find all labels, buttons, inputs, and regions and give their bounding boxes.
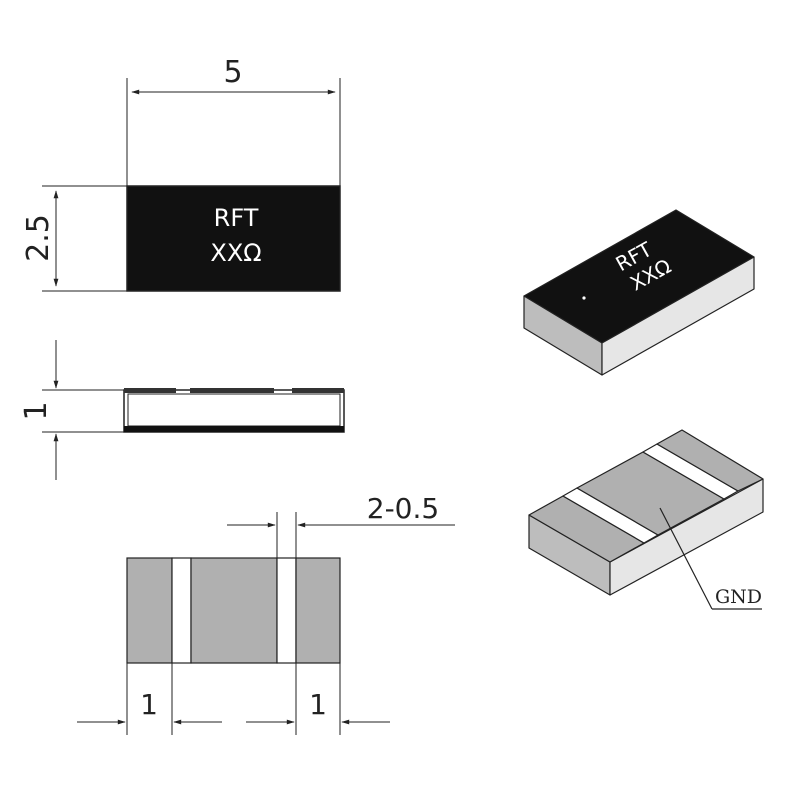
bottom-pad-right <box>295 557 341 664</box>
iso-right-face <box>601 256 755 376</box>
gap-label: 2-0.5 <box>367 492 439 525</box>
bottom-gap-right <box>276 557 297 664</box>
marking-line-1: RFT <box>214 204 259 232</box>
left-pad-dimension <box>77 663 222 735</box>
isometric-top-view: RFT XXΩ <box>523 209 755 376</box>
top-view-body <box>126 185 341 292</box>
width-dimension <box>42 185 127 292</box>
side-view-top-left <box>124 388 176 393</box>
left-pad-label: 1 <box>140 688 158 721</box>
right-pad-label: 1 <box>309 688 327 721</box>
isometric-bottom-view <box>528 429 764 610</box>
gnd-leader-line <box>659 507 713 610</box>
side-view-top-mid <box>190 388 274 393</box>
length-label: 5 <box>223 55 242 90</box>
thickness-label: 1 <box>19 401 54 420</box>
bottom-gap-left <box>171 557 192 664</box>
gap-dimension <box>227 512 455 558</box>
bottom-center-pad <box>190 557 278 664</box>
bottom-view: 2-0.5 1 1 <box>77 492 455 735</box>
gnd-label: GND <box>715 586 762 608</box>
bottom-pad-left <box>126 557 173 664</box>
iso-b-right-face <box>609 478 764 596</box>
top-view: RFT XXΩ 5 2.5 <box>21 55 341 292</box>
iso-b-pad-right <box>656 429 764 492</box>
right-pad-dimension <box>246 663 390 735</box>
iso-pin1-dot <box>582 296 586 300</box>
side-view: 1 <box>19 340 345 480</box>
side-view-top-right <box>292 388 344 393</box>
width-label: 2.5 <box>21 214 56 262</box>
side-view-inner <box>127 393 341 427</box>
side-view-bottom-band <box>124 426 344 432</box>
marking-line-2: XXΩ <box>210 239 261 267</box>
thickness-dimension <box>42 340 124 480</box>
length-dimension <box>126 78 341 186</box>
